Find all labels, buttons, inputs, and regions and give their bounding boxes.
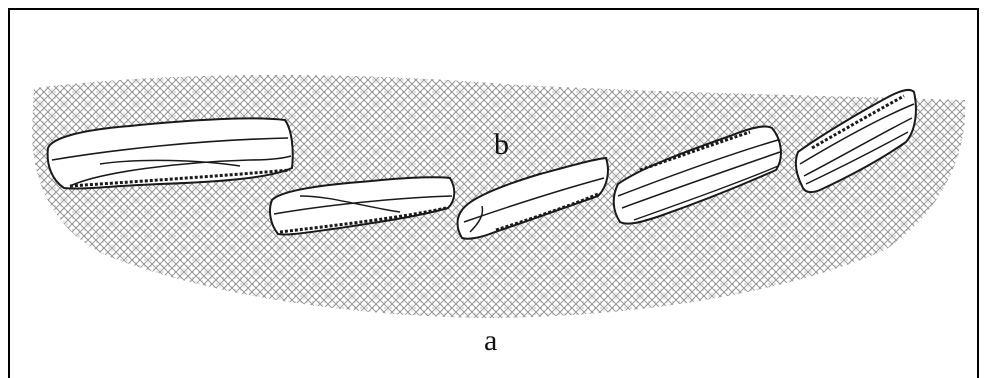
label-b: b <box>494 128 509 161</box>
label-a: a <box>484 324 497 357</box>
